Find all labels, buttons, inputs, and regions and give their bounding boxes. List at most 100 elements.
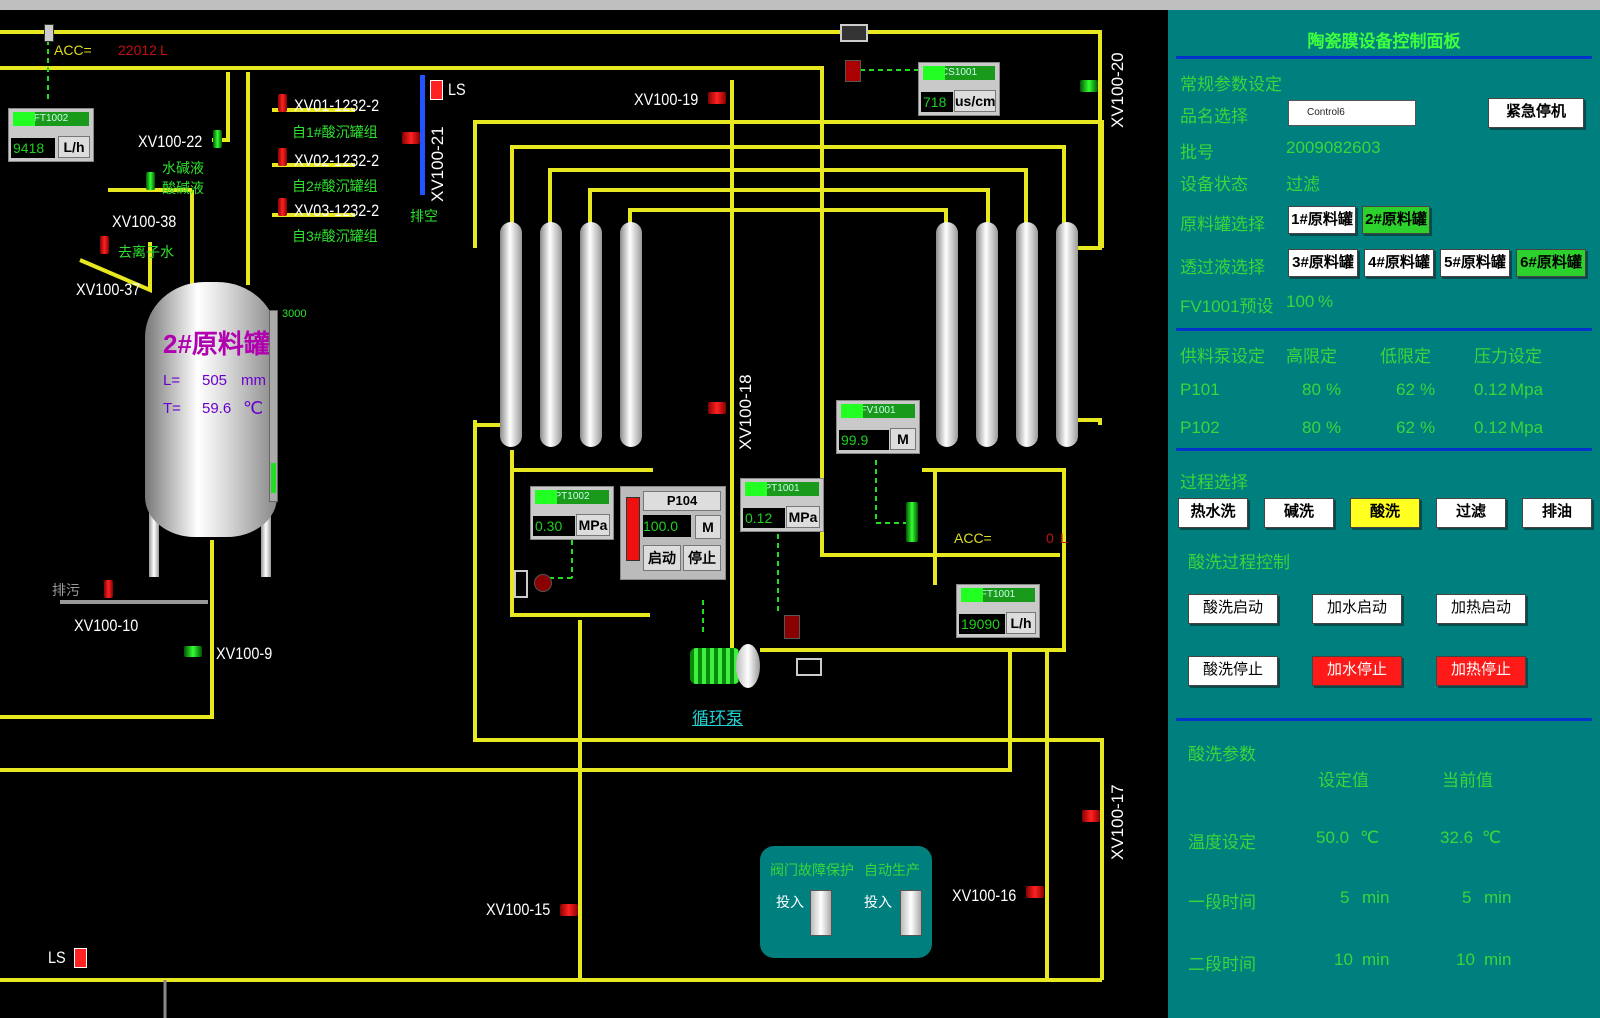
circulation-pump-icon[interactable] [690, 644, 760, 688]
valve-label-xv100-20: XV100-20 [1108, 52, 1127, 128]
valve-xv100-22-icon[interactable] [213, 130, 222, 148]
emergency-stop-button[interactable]: 紧急停机 [1488, 98, 1584, 128]
pump-p101-name: P101 [1180, 380, 1220, 399]
pump-label: 循环泵 [692, 709, 743, 728]
p104-stop-button[interactable]: 停止 [683, 545, 721, 571]
acc-mid-label: ACC= [954, 530, 992, 546]
pt1001-value: 0.12 [743, 508, 785, 528]
auto-production-switch[interactable] [900, 890, 922, 936]
param-temp-set[interactable]: 50.0 [1316, 828, 1350, 847]
process-acid-button[interactable]: 酸洗 [1350, 498, 1420, 528]
process-hot-water-button[interactable]: 热水洗 [1178, 498, 1248, 528]
divider [1176, 718, 1592, 721]
process-filter-button[interactable]: 过滤 [1436, 498, 1506, 528]
water-start-button[interactable]: 加水启动 [1312, 594, 1402, 624]
ft1001-indicator[interactable]: FT1001 19090 L/h [956, 584, 1040, 638]
pump-header-pressure: 压力设定 [1474, 347, 1542, 366]
pump-p101-pressure[interactable]: 0.12 [1474, 380, 1508, 399]
valve-xv100-15-icon[interactable] [560, 904, 578, 916]
pt1001-unit: MPa [786, 506, 820, 528]
valve-label-xv100-15: XV100-15 [486, 900, 551, 919]
valve-xv100-19-icon[interactable] [708, 92, 726, 104]
flow-valve-icon[interactable] [44, 24, 54, 42]
valve-xv100-37-icon[interactable] [100, 236, 109, 254]
fv1001-value: 99.9 [839, 430, 889, 450]
param-stage1-cur: 5 [1462, 888, 1472, 907]
window-top-bar [0, 0, 1600, 10]
valve-xv100-10-icon[interactable] [104, 580, 113, 598]
tank-temp-value: 59.6 [202, 400, 232, 417]
pump-p101-high[interactable]: 80 [1302, 380, 1321, 399]
fv1001-preset-value[interactable]: 100 [1286, 292, 1315, 311]
pump-p101-low-unit: % [1420, 380, 1436, 399]
p104-start-button[interactable]: 启动 [643, 545, 681, 571]
pump-p101-low[interactable]: 62 [1396, 380, 1415, 399]
tank-level-unit: mm [241, 372, 266, 389]
valve-xv100-9-icon[interactable] [184, 646, 202, 657]
acid-start-button[interactable]: 酸洗启动 [1188, 594, 1278, 624]
acc-top-unit: L [160, 42, 168, 58]
acid-stop-button[interactable]: 酸洗停止 [1188, 656, 1278, 686]
permeate-tank-4-button[interactable]: 4#原料罐 [1364, 249, 1434, 277]
protect-on-label: 投入 [776, 894, 804, 910]
pt1002-indicator[interactable]: PT1002 0.30 MPa [530, 486, 614, 540]
ft1002-indicator[interactable]: FT1002 9418 L/h [8, 108, 94, 162]
valve-xv100-20-icon[interactable] [1080, 80, 1098, 92]
column-current: 当前值 [1442, 771, 1493, 790]
fv1001-indicator[interactable]: FV1001 99.9 M [836, 400, 920, 454]
water-stop-button[interactable]: 加水停止 [1312, 656, 1402, 686]
permeate-tank-6-button[interactable]: 6#原料罐 [1516, 249, 1586, 277]
heat-start-button[interactable]: 加热启动 [1436, 594, 1526, 624]
valve-label-xv100-38: XV100-38 [112, 212, 177, 231]
valve-label-xv01: XV01-1232-2 [294, 96, 380, 115]
param-stage2-set[interactable]: 10 [1334, 950, 1353, 969]
valve-label-xv03: XV03-1232-2 [294, 201, 380, 220]
valve-xv02-icon[interactable] [278, 148, 287, 166]
tank-link-3: 自3#酸沉罐组 [292, 228, 378, 244]
valve-label-xv100-22: XV100-22 [138, 132, 203, 151]
flow-control-valve-icon[interactable] [906, 502, 918, 542]
valve-xv100-18-icon[interactable] [708, 402, 726, 414]
batch-label: 批号 [1180, 143, 1214, 162]
pt1002-value: 0.30 [533, 516, 575, 536]
permeate-tank-3-button[interactable]: 3#原料罐 [1288, 249, 1358, 277]
heat-stop-button[interactable]: 加热停止 [1436, 656, 1526, 686]
valve-label-xv100-10: XV100-10 [74, 616, 139, 635]
valve-xv01-icon[interactable] [278, 94, 287, 112]
valve-fault-protect-switch[interactable] [810, 890, 832, 936]
sensor-icon [784, 615, 800, 639]
pt1001-indicator[interactable]: PT1001 0.12 MPa [740, 478, 824, 532]
acc-top-label: ACC= [54, 42, 92, 58]
ls-bottom-indicator [74, 948, 87, 968]
p104-control[interactable]: P104 100.0 M 启动 停止 [620, 486, 726, 580]
pump-p102-low[interactable]: 62 [1396, 418, 1415, 437]
valve-xv100-21-icon[interactable] [402, 132, 420, 144]
valve-xv100-38-icon[interactable] [146, 172, 155, 190]
valve-xv100-17-icon[interactable] [1082, 810, 1100, 822]
process-alkali-button[interactable]: 碱洗 [1264, 498, 1334, 528]
membrane-column [620, 222, 642, 447]
process-oil-drain-button[interactable]: 排油 [1522, 498, 1592, 528]
fv1001-tag: FV1001 [841, 404, 915, 418]
ft1002-tag: FT1002 [13, 112, 89, 126]
valve-xv03-icon[interactable] [278, 198, 287, 216]
permeate-tank-5-button[interactable]: 5#原料罐 [1440, 249, 1510, 277]
pump-p102-high[interactable]: 80 [1302, 418, 1321, 437]
cs1001-unit: us/cm [954, 90, 996, 112]
top-valve-icon[interactable] [840, 24, 868, 42]
pump-p102-pressure-unit: Mpa [1510, 418, 1544, 437]
product-select[interactable]: Control6 [1288, 100, 1416, 126]
batch-value: 2009082603 [1286, 138, 1381, 157]
ft1001-value: 19090 [959, 614, 1005, 634]
feed-tank-2-button[interactable]: 2#原料罐 [1362, 206, 1430, 234]
param-stage1-set[interactable]: 5 [1340, 888, 1350, 907]
tank-level-label: L= [163, 372, 181, 389]
drain-valve-icon[interactable] [514, 570, 528, 598]
valve-xv100-16-icon[interactable] [1026, 886, 1044, 898]
pump-outlet-valve-icon[interactable] [796, 658, 822, 676]
cs1001-indicator[interactable]: CS1001 718 us/cm [918, 62, 1000, 116]
ft1002-value: 9418 [11, 138, 55, 158]
pump-p102-pressure[interactable]: 0.12 [1474, 418, 1508, 437]
feed-tank-1-button[interactable]: 1#原料罐 [1288, 206, 1356, 234]
feed-tank-2[interactable]: 2#原料罐 L= 505 mm T= 59.6 ℃ [145, 282, 277, 582]
